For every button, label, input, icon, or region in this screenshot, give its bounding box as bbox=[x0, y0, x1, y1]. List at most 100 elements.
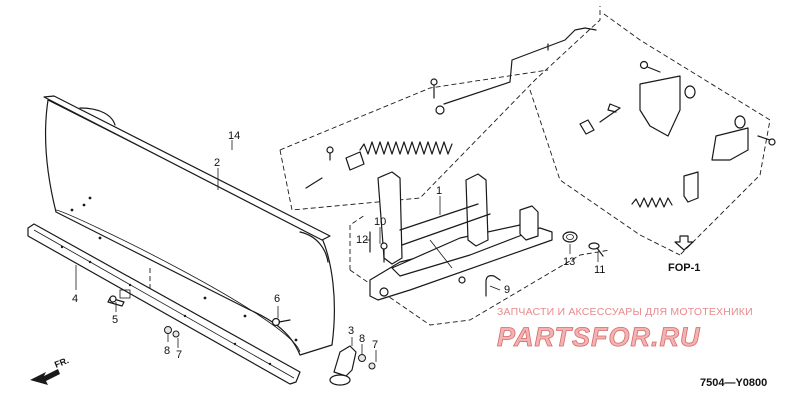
pin-10-head bbox=[380, 242, 388, 250]
blade-top-edge bbox=[43, 95, 331, 241]
plow-blade bbox=[43, 95, 335, 356]
callout-11: 11 bbox=[594, 264, 605, 276]
upper-group-outline-top bbox=[279, 69, 549, 151]
frame-lug bbox=[519, 205, 539, 241]
drawing-code: 7504—Y0800 bbox=[700, 377, 767, 389]
pin-9 bbox=[485, 275, 501, 297]
clip-13-ring bbox=[562, 231, 578, 243]
callout-12: 12 bbox=[356, 234, 368, 246]
angle-bracket bbox=[683, 171, 699, 203]
blade-hole bbox=[82, 203, 86, 207]
washer-8 bbox=[164, 326, 172, 334]
edge-hole bbox=[88, 260, 92, 264]
hook-clip bbox=[607, 103, 621, 113]
cutting-edge bbox=[27, 223, 301, 385]
right-group-outline bbox=[603, 13, 771, 256]
bracket-plate-top bbox=[639, 75, 681, 137]
upper-group-outline-left bbox=[279, 6, 601, 211]
blade-hole bbox=[243, 314, 247, 318]
blade-hole bbox=[88, 196, 92, 200]
pin-11 bbox=[588, 242, 604, 257]
callout-2: 2 bbox=[214, 157, 220, 169]
right-bracket-group bbox=[579, 60, 776, 208]
cutting-edge-line bbox=[33, 229, 295, 379]
link-sleeve bbox=[345, 151, 365, 171]
spring-end bbox=[435, 105, 445, 115]
blade-hole bbox=[70, 208, 74, 212]
watermark-brand: PARTSFOR.RU bbox=[497, 322, 701, 352]
assembly-boundary bbox=[149, 6, 771, 326]
blade-hole bbox=[203, 296, 207, 300]
frame-hole bbox=[458, 276, 466, 284]
bracket-bushing bbox=[684, 85, 696, 99]
link-bolt-head bbox=[326, 146, 334, 154]
frame-brace-lower bbox=[401, 213, 491, 246]
edge-bracket bbox=[119, 289, 131, 299]
pin-9-body bbox=[485, 275, 501, 297]
frame-upright-right bbox=[465, 173, 489, 247]
callout-7b: 7 bbox=[372, 339, 378, 351]
lift-linkage bbox=[305, 27, 597, 189]
callout-14: 14 bbox=[228, 130, 240, 142]
fop-arrow-icon bbox=[674, 235, 694, 251]
return-spring bbox=[359, 141, 453, 155]
bracket-plate-lower bbox=[711, 127, 749, 161]
skid-bracket bbox=[333, 345, 357, 377]
link-pin bbox=[305, 177, 323, 189]
clip-13 bbox=[562, 231, 578, 243]
mount-frame bbox=[369, 171, 553, 301]
blade-end-arc-left bbox=[79, 107, 116, 126]
clip-13-inner bbox=[566, 234, 574, 240]
blade-body bbox=[44, 99, 335, 356]
bracket-spring bbox=[631, 197, 673, 208]
callout-13: 13 bbox=[563, 256, 575, 268]
part-callouts: 14 2 1 4 5 6 8 7 3 8 7 9 10 12 13 11 bbox=[72, 130, 605, 361]
pin-10 bbox=[369, 231, 388, 263]
pin-11-head bbox=[588, 242, 600, 250]
fop-label: FOP-1 bbox=[668, 262, 700, 274]
frame-group-outline-left bbox=[349, 214, 366, 270]
callout-8b: 8 bbox=[359, 333, 365, 345]
callout-1: 1 bbox=[436, 185, 442, 197]
edge-hole bbox=[183, 314, 187, 318]
blade-end-arc-right bbox=[299, 231, 329, 263]
callout-5: 5 bbox=[112, 314, 118, 326]
callout-7a: 7 bbox=[176, 349, 182, 361]
front-arrow-icon bbox=[30, 369, 60, 385]
callout-4: 4 bbox=[72, 293, 78, 305]
bolt-6-shank bbox=[278, 319, 291, 323]
callout-6: 6 bbox=[274, 293, 280, 305]
callout-8a: 8 bbox=[164, 345, 170, 357]
frame-hole bbox=[379, 287, 389, 297]
fop-reference: FOP-1 bbox=[668, 235, 700, 274]
nut-7b bbox=[368, 362, 376, 370]
frame-brace bbox=[399, 203, 479, 231]
lower-bolt-head bbox=[768, 138, 776, 146]
nut-7 bbox=[172, 330, 180, 338]
frame-group-outline bbox=[349, 249, 611, 326]
edge-hole bbox=[233, 342, 237, 346]
blade-lower-contour bbox=[55, 209, 301, 353]
top-bolt-head bbox=[430, 78, 438, 86]
skid-foot bbox=[329, 374, 351, 386]
leader-9 bbox=[489, 285, 501, 291]
blade-hole bbox=[98, 236, 102, 240]
front-label: FR. bbox=[53, 355, 70, 370]
hook-wire bbox=[599, 107, 621, 123]
skid-shoe bbox=[329, 345, 376, 386]
washer-8b bbox=[358, 354, 366, 362]
lift-rod bbox=[443, 27, 597, 105]
callout-3: 3 bbox=[348, 325, 354, 337]
pin-11-shank bbox=[596, 247, 604, 257]
latch bbox=[579, 119, 595, 135]
front-indicator: FR. bbox=[30, 355, 70, 385]
callout-9: 9 bbox=[504, 284, 510, 296]
bolt-5-head bbox=[109, 295, 117, 303]
leader-lines bbox=[75, 140, 599, 362]
bolt-6 bbox=[271, 317, 291, 327]
frame-gusset bbox=[429, 239, 453, 269]
blade-hole bbox=[294, 338, 298, 342]
edge-hole bbox=[128, 283, 132, 287]
